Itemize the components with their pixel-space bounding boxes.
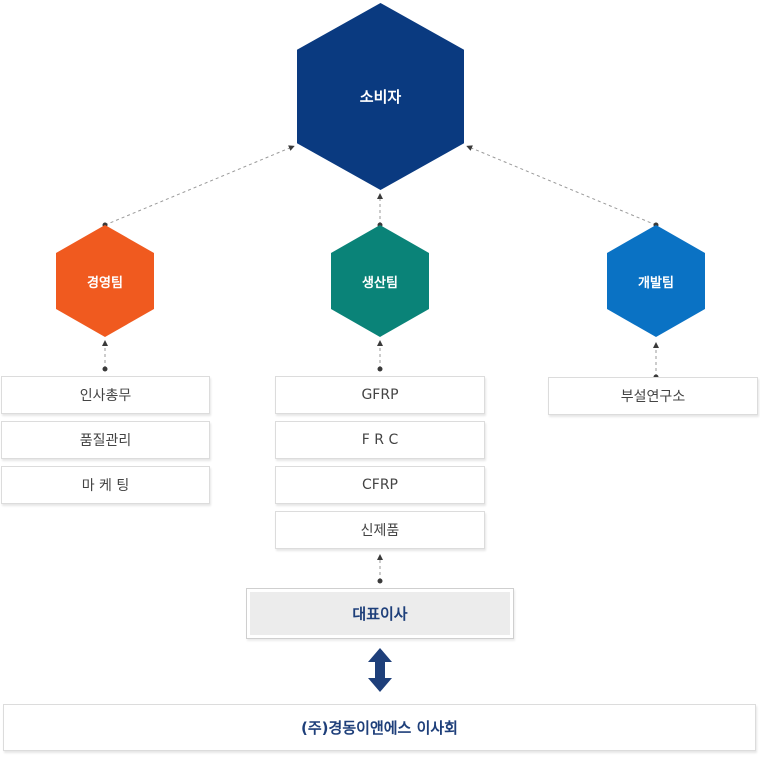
dept-label: 인사총무 [79,388,132,404]
dept-box-marketing: 마 케 팅 [1,466,210,504]
ceo-label: 대표이사 [352,605,408,623]
team-label-management: 경영팀 [87,275,123,291]
team-label-development: 개발팀 [638,275,674,291]
dept-label: GFRP [361,387,399,403]
dept-box-new-products: 신제품 [275,511,485,549]
dept-label: F R C [361,432,399,448]
board-label: (주)경동이앤에스 이사회 [301,719,458,737]
connector-dot-mgmt-dept [102,366,108,372]
dept-label: 부설연구소 [620,389,686,405]
double-arrow-icon [368,648,392,692]
connector-dot-ceo [377,578,383,584]
dept-box-hr-general-affairs: 인사총무 [1,376,210,414]
connector-dev-to-consumer [466,145,657,226]
team-label-production: 생산팀 [362,275,398,291]
consumer-hexagon: 소비자 [297,3,464,190]
dept-box-frc: F R C [275,421,485,459]
dept-box-research-lab: 부설연구소 [548,377,758,415]
dept-box-quality-control: 품질관리 [1,421,210,459]
dept-label: 마 케 팅 [81,478,130,494]
dept-label: CFRP [362,477,398,493]
board-box: (주)경동이앤에스 이사회 [3,704,756,751]
dept-label: 품질관리 [79,433,132,449]
ceo-box-inner: 대표이사 [250,592,510,635]
connector-dot-prod-dept [377,366,383,372]
dept-box-gfrp: GFRP [275,376,485,414]
connector-mgmt-to-consumer [104,145,295,226]
consumer-label: 소비자 [359,88,402,106]
dept-box-cfrp: CFRP [275,466,485,504]
ceo-box: 대표이사 [246,588,514,639]
dept-label: 신제품 [360,523,400,539]
